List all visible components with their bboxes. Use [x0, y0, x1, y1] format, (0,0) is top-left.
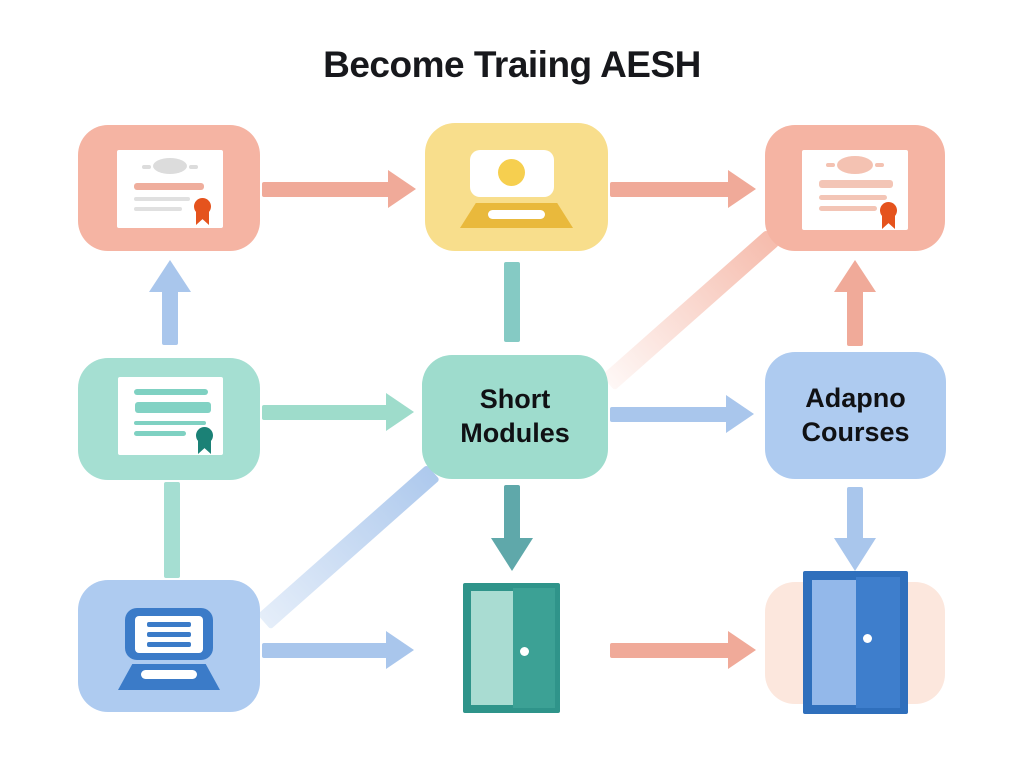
node-adapno-courses: Adapno Courses: [765, 352, 946, 479]
award-ribbon-icon: [194, 198, 211, 225]
arrow-topleft-to-topcenter: [262, 182, 390, 197]
computer-keyboard-base: [118, 664, 220, 690]
diagonal-bottomleft-to-shortmodules: [257, 464, 440, 630]
award-ribbon-icon: [880, 202, 897, 229]
arrow-bottomleft-to-door: [262, 643, 388, 658]
diagonal-shortmodules-to-topright: [601, 229, 780, 391]
node-computer-bottom-left: [78, 580, 260, 712]
arrow-adapno-to-bluedoor: [847, 487, 863, 540]
certificate-icon: [118, 377, 223, 455]
certificate-line: [819, 180, 893, 188]
certificate-line: [134, 421, 206, 425]
connector-midleft-to-bottomleft: [164, 482, 180, 578]
certificate-line: [134, 197, 190, 201]
signature-scribble: [142, 158, 198, 174]
arrow-shortmodules-to-door: [504, 485, 520, 540]
certificate-icon: [117, 150, 223, 228]
arrowhead-right-icon: [388, 170, 416, 208]
node-certificate-top-left: [78, 125, 260, 251]
adapno-courses-label: Adapno Courses: [801, 382, 910, 447]
blue-door-icon: [803, 571, 908, 714]
arrowhead-right-icon: [386, 631, 414, 669]
laptop-keyboard-base: [460, 203, 573, 228]
door-left-panel: [471, 591, 513, 705]
arrowhead-down-icon: [834, 538, 876, 571]
door-left-panel: [812, 580, 856, 705]
page-title: Become Traiing AESH: [323, 44, 701, 85]
connector-topcenter-to-shortmodules: [504, 262, 520, 342]
door-right-panel: [513, 588, 555, 708]
certificate-line: [135, 402, 211, 413]
node-short-modules: Short Modules: [422, 355, 608, 479]
arrowhead-down-icon: [491, 538, 533, 571]
certificate-line: [819, 206, 877, 211]
node-certificate-mid-left: [78, 358, 260, 480]
signature-scribble: [826, 156, 884, 174]
award-ribbon-icon: [196, 427, 213, 454]
arrow-midleft-to-shortmodules: [262, 405, 388, 420]
arrow-shortmodules-to-adapno: [610, 407, 728, 422]
certificate-line: [134, 183, 204, 190]
arrowhead-right-icon: [728, 631, 756, 669]
arrow-midleft-to-topleft: [162, 290, 178, 345]
teal-door-icon: [463, 583, 560, 713]
certificate-line: [134, 389, 208, 395]
node-laptop-top-center: [425, 123, 608, 251]
arrowhead-up-icon: [149, 260, 191, 292]
door-knob: [520, 647, 529, 656]
node-certificate-top-right: [765, 125, 945, 251]
arrowhead-up-icon: [834, 260, 876, 292]
arrow-topcenter-to-topright: [610, 182, 730, 197]
arrowhead-right-icon: [728, 170, 756, 208]
computer-monitor: [125, 608, 213, 660]
certificate-line: [134, 431, 186, 436]
laptop-screen-dot: [498, 159, 525, 186]
arrowhead-right-icon: [726, 395, 754, 433]
arrow-adapno-to-topright: [847, 290, 863, 346]
certificate-line: [819, 195, 887, 200]
arrow-door-to-bluedoor: [610, 643, 730, 658]
arrowhead-right-icon: [386, 393, 414, 431]
door-knob: [863, 634, 872, 643]
door-right-panel: [856, 577, 900, 708]
certificate-line: [134, 207, 182, 211]
certificate-icon: [802, 150, 908, 230]
short-modules-label: Short Modules: [460, 384, 570, 448]
